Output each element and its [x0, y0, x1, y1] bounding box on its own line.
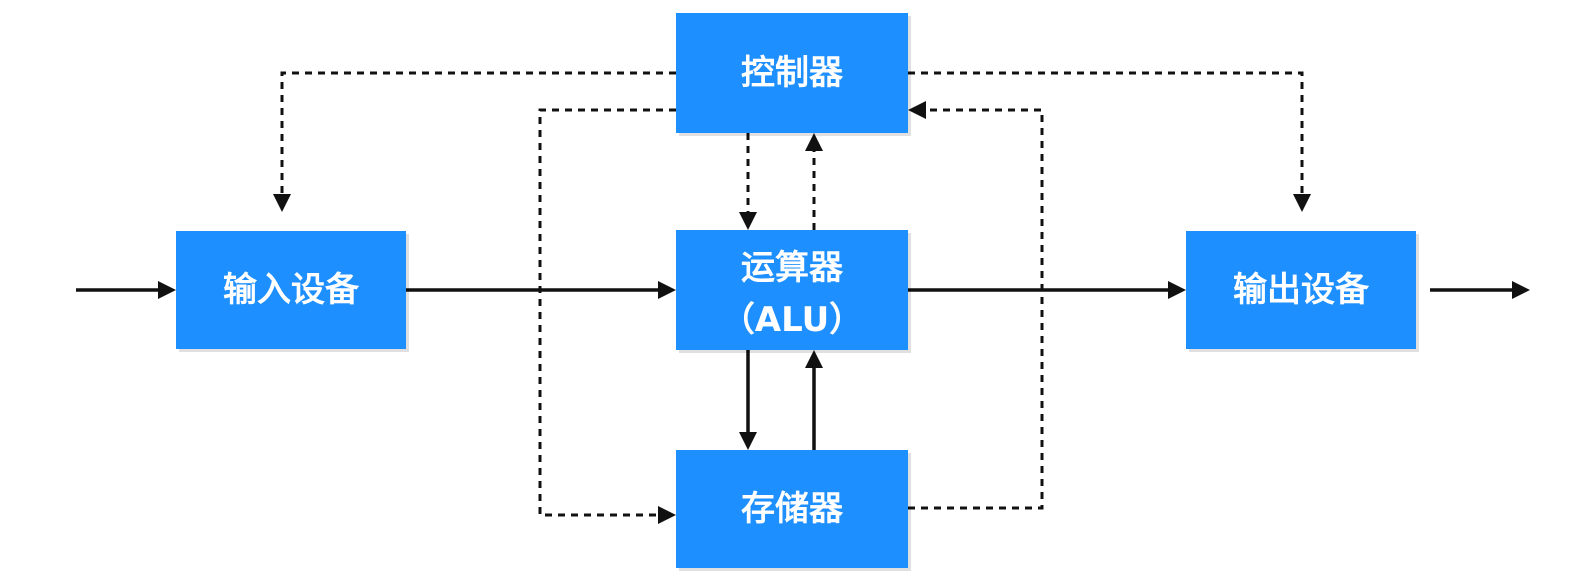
edge-controller-to-output: [908, 71, 1304, 194]
arrowhead-input-to-alu: [658, 281, 676, 299]
arrowhead-alu-to-memory: [739, 432, 757, 450]
edge-controller-to-memory: [538, 108, 676, 517]
arrowhead-alu-to-controller: [805, 133, 823, 151]
controller-box: [676, 13, 908, 133]
alu-label-line2: （ALU）: [721, 300, 863, 340]
connectors: [76, 71, 1530, 524]
arrowhead-memory-to-alu: [805, 350, 823, 368]
memory-label: 存储器: [741, 489, 844, 529]
alu-label-line1: 运算器: [741, 248, 844, 288]
input-node: 输入设备: [176, 231, 409, 352]
arrowhead-memory-to-controller: [908, 101, 926, 119]
memory-box: [676, 450, 908, 568]
arrowhead-controller-to-output: [1293, 194, 1311, 212]
memory-node: 存储器: [676, 450, 911, 571]
alu-box: [676, 230, 908, 350]
arrowhead-external-to-input: [158, 281, 176, 299]
input-box: [176, 231, 406, 349]
arrowhead-controller-to-alu: [739, 212, 757, 230]
controller-node: 控制器: [676, 13, 911, 136]
output-node: 输出设备: [1186, 231, 1419, 352]
arrowhead-alu-to-output: [1168, 281, 1186, 299]
arrowhead-controller-to-memory: [658, 506, 676, 524]
edge-controller-to-input: [280, 71, 676, 194]
output-label: 输出设备: [1233, 270, 1370, 310]
output-box: [1186, 231, 1416, 349]
alu-node: 运算器 （ALU）: [676, 230, 911, 353]
edge-memory-to-controller: [908, 108, 1044, 510]
nodes: 控制器 输入设备 运算器 （ALU） 输出设备 存储器: [176, 13, 1419, 571]
controller-label: 控制器: [741, 53, 844, 93]
input-label: 输入设备: [223, 270, 360, 310]
arrowhead-controller-to-input: [273, 194, 291, 212]
arrowhead-output-to-external: [1512, 281, 1530, 299]
